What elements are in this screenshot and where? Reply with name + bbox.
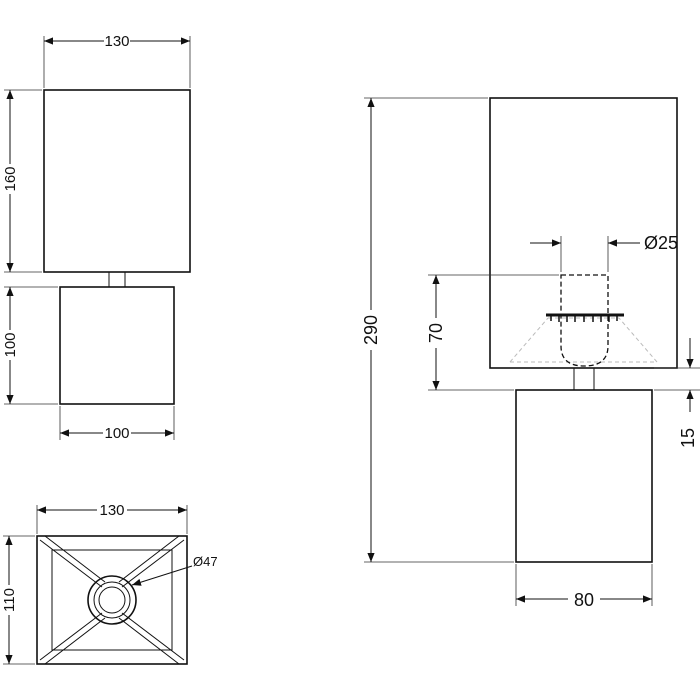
label-total-height: 290 xyxy=(361,315,381,345)
side-base-outline xyxy=(515,389,653,563)
lamp-base-outline xyxy=(59,286,175,405)
socket-dashed-outline xyxy=(560,274,609,367)
top-view: 130 110 Ø47 xyxy=(1,502,218,665)
label-top-width: 130 xyxy=(99,502,124,519)
front-view: 130 160 100 100 xyxy=(2,32,191,442)
socket-ring-middle xyxy=(93,581,131,619)
socket-ring-outer xyxy=(87,575,137,625)
side-neck-outline xyxy=(573,367,595,391)
label-socket-height: 70 xyxy=(426,323,446,343)
label-neck-height: 15 xyxy=(678,428,698,448)
label-side-base-width: 80 xyxy=(574,590,594,610)
lamp-neck-outline xyxy=(108,271,126,288)
leader-hole-diameter xyxy=(131,565,193,586)
label-base-width: 100 xyxy=(104,425,129,442)
lamp-shade-outline xyxy=(43,89,191,273)
socket-ring-inner xyxy=(98,586,126,614)
top-outer-outline xyxy=(36,535,188,665)
label-socket-diameter: Ø25 xyxy=(644,233,678,253)
top-inner-outline xyxy=(51,549,173,651)
label-top-depth: 110 xyxy=(1,588,18,612)
label-shade-width: 130 xyxy=(104,33,129,50)
side-view: 290 70 Ø25 15 80 xyxy=(361,97,700,610)
label-shade-height: 160 xyxy=(2,166,19,191)
label-base-height: 100 xyxy=(2,332,19,357)
label-hole-diameter: Ø47 xyxy=(193,554,218,569)
